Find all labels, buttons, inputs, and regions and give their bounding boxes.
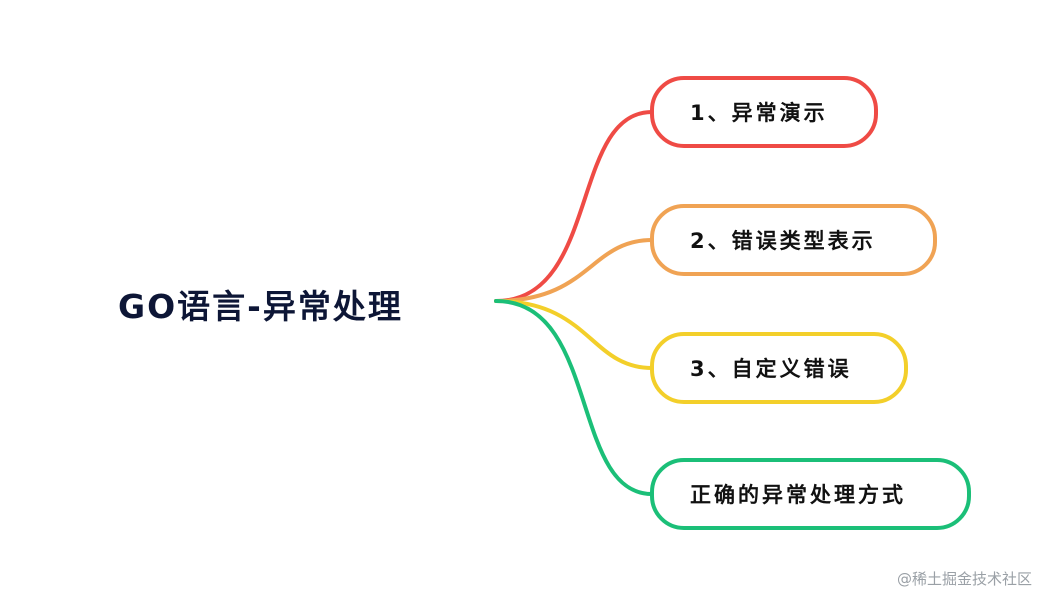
connector-2 [494,238,654,303]
branch-label: 3、自定义错误 [690,357,852,381]
branch-node-correct-handling[interactable]: 正确的异常处理方式 [650,458,971,530]
connector-3 [494,299,654,370]
root-topic[interactable]: GO语言-异常处理 [118,287,403,326]
connector-1 [494,110,654,303]
watermark: @稀土掘金技术社区 [896,570,1032,588]
connector-4 [494,299,654,496]
branch-node-custom-error[interactable]: 3、自定义错误 [650,332,908,404]
branch-label: 2、错误类型表示 [690,229,876,253]
branch-node-error-type[interactable]: 2、错误类型表示 [650,204,937,276]
branch-label: 1、异常演示 [690,101,828,125]
branch-node-exception-demo[interactable]: 1、异常演示 [650,76,878,148]
branch-label: 正确的异常处理方式 [690,483,906,507]
